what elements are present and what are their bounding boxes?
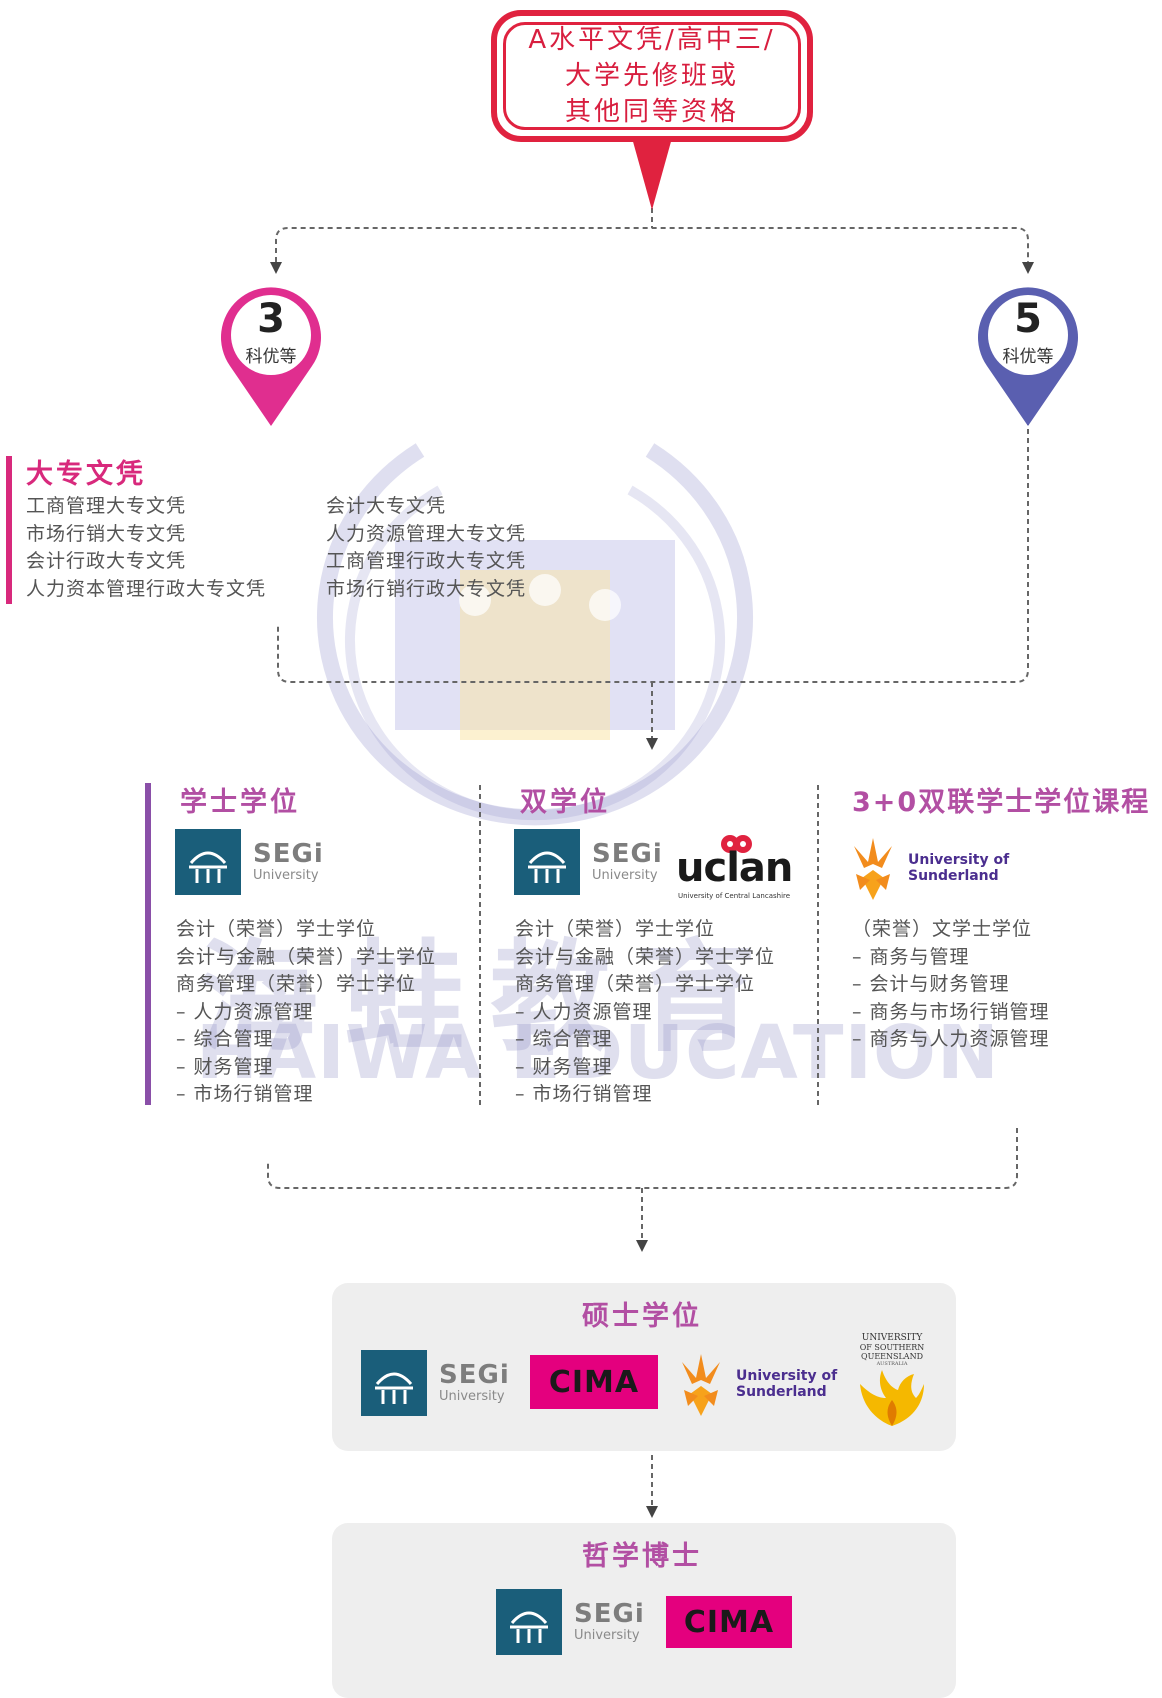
usq-line4: AUSTRALIA xyxy=(876,1361,908,1367)
usq-phoenix-icon xyxy=(860,1370,924,1426)
segi-sub: University xyxy=(592,868,658,883)
segi-logo: SEGi University xyxy=(175,829,324,895)
sunderland-flame-icon xyxy=(854,838,892,900)
segi-logo: SEGi University xyxy=(361,1350,510,1416)
list-item: 工商管理大专文凭 xyxy=(26,495,187,517)
list-item: 人力资本管理行政大专文凭 xyxy=(26,577,267,600)
list-item: 市场行销行政大专文凭 xyxy=(326,577,527,600)
segi-sub: University xyxy=(574,1628,640,1643)
twinning-list: （荣誉）文学士学位 – 商务与管理 – 会计与财务管理 – 商务与市场行销管理 … xyxy=(852,916,1050,1054)
sunderland-line1: University of xyxy=(736,1368,838,1384)
usq-line3: QUEENSLAND xyxy=(861,1352,923,1361)
pin-3-number: 3 xyxy=(257,296,285,342)
sunderland-logo: University of Sunderland xyxy=(852,834,1022,904)
list-item: – 财务管理 xyxy=(176,1055,274,1078)
list-item: – 市场行销管理 xyxy=(515,1083,653,1105)
list-item: – 综合管理 xyxy=(515,1028,613,1050)
cima-logo: CIMA xyxy=(530,1355,658,1409)
watermark-cn: 海蛙教育 xyxy=(198,929,782,1068)
list-item: – 会计与财务管理 xyxy=(852,973,1010,995)
entry-requirement-text: A水平文凭/高中三/ 大学先修班或 其他同等资格 xyxy=(528,25,776,127)
list-item: 商务管理（荣誉）学士学位 xyxy=(176,973,417,995)
segi-sub: University xyxy=(439,1389,505,1404)
sunderland-line2: Sunderland xyxy=(908,868,999,884)
segi-sub: University xyxy=(253,868,319,883)
usq-line1: UNIVERSITY xyxy=(861,1333,923,1343)
top-box-pointer xyxy=(632,138,672,210)
pin-5-label: 科优等 xyxy=(1002,347,1054,367)
list-item: 会计大专文凭 xyxy=(326,495,447,517)
diploma-title: 大专文凭 xyxy=(26,459,146,490)
segi-name: SEGi xyxy=(253,839,324,869)
phd-title: 哲学博士 xyxy=(582,1541,702,1572)
entry-requirement-box: A水平文凭/高中三/ 大学先修班或 其他同等资格 xyxy=(491,10,813,142)
dual-list: 会计（荣誉）学士学位 会计与金融（荣誉）学士学位 商务管理（荣誉）学士学位 – … xyxy=(515,916,775,1109)
twinning-title: 3+0双联学士学位课程 xyxy=(852,787,1151,818)
sunderland-logo: University of Sunderland xyxy=(680,1350,850,1422)
segi-logo: SEGi University xyxy=(496,1589,645,1655)
masters-title: 硕士学位 xyxy=(582,1301,702,1332)
uclan-logo: uclan University of Central Lancashire xyxy=(676,832,793,902)
cima-logo: CIMA xyxy=(666,1596,792,1648)
list-item: 人力资源管理大专文凭 xyxy=(326,522,527,545)
list-item: 会计（荣誉）学士学位 xyxy=(176,918,377,940)
diploma-bar xyxy=(6,456,12,604)
list-item: – 财务管理 xyxy=(515,1055,613,1078)
segi-emblem-icon xyxy=(514,829,580,895)
watermark-emblem xyxy=(317,443,753,826)
pin-5-marker xyxy=(978,287,1078,426)
uclan-flower-icon xyxy=(721,835,752,853)
sunderland-flame-icon xyxy=(682,1354,720,1416)
uclan-sub: University of Central Lancashire xyxy=(678,892,791,900)
segi-name: SEGi xyxy=(574,1599,645,1629)
segi-emblem-icon xyxy=(361,1350,427,1416)
sunderland-line1: University of xyxy=(908,852,1010,868)
list-item: 会计与金融（荣誉）学士学位 xyxy=(176,945,437,968)
diploma-list-1: 工商管理大专文凭 市场行销大专文凭 会计行政大专文凭 人力资本管理行政大专文凭 xyxy=(26,493,266,603)
phd-box xyxy=(332,1523,956,1698)
list-item: – 人力资源管理 xyxy=(176,1000,314,1023)
list-item: 会计（荣誉）学士学位 xyxy=(515,918,716,940)
list-item: 工商管理行政大专文凭 xyxy=(326,550,527,572)
list-item: 会计与金融（荣誉）学士学位 xyxy=(515,945,776,968)
list-item: – 商务与管理 xyxy=(852,945,970,968)
list-item: 会计行政大专文凭 xyxy=(26,550,187,572)
segi-name: SEGi xyxy=(592,839,663,869)
list-item: – 市场行销管理 xyxy=(176,1083,314,1105)
pin-3-label: 科优等 xyxy=(245,347,297,367)
dual-title: 双学位 xyxy=(520,787,610,818)
bachelor-title: 学士学位 xyxy=(180,787,300,818)
list-item: 市场行销大专文凭 xyxy=(26,522,187,545)
segi-logo: SEGi University xyxy=(514,829,663,895)
segi-emblem-icon xyxy=(496,1589,562,1655)
bachelor-list: 会计（荣誉）学士学位 会计与金融（荣誉）学士学位 商务管理（荣誉）学士学位 – … xyxy=(176,916,436,1109)
watermark-en: HAIWA EDUCATION xyxy=(196,1010,1000,1096)
list-item: – 人力资源管理 xyxy=(515,1000,653,1023)
uclan-name: uclan xyxy=(676,845,793,891)
diploma-list-2: 会计大专文凭 人力资源管理大专文凭 工商管理行政大专文凭 市场行销行政大专文凭 xyxy=(326,493,526,603)
bachelor-bar xyxy=(145,783,151,1105)
list-item: – 商务与人力资源管理 xyxy=(852,1028,1050,1050)
usq-line2: OF SOUTHERN xyxy=(859,1343,925,1352)
segi-emblem-icon xyxy=(175,829,241,895)
usq-logo: UNIVERSITY OF SOUTHERN QUEENSLAND AUSTRA… xyxy=(852,1333,932,1433)
pin-3-marker xyxy=(221,287,321,426)
list-item: 商务管理（荣誉）学士学位 xyxy=(515,973,756,995)
sunderland-line2: Sunderland xyxy=(736,1384,827,1400)
pin-5-number: 5 xyxy=(1014,296,1042,342)
list-item: （荣誉）文学士学位 xyxy=(852,918,1033,940)
list-item: – 综合管理 xyxy=(176,1028,274,1050)
segi-name: SEGi xyxy=(439,1360,510,1390)
list-item: – 商务与市场行销管理 xyxy=(852,1000,1050,1023)
